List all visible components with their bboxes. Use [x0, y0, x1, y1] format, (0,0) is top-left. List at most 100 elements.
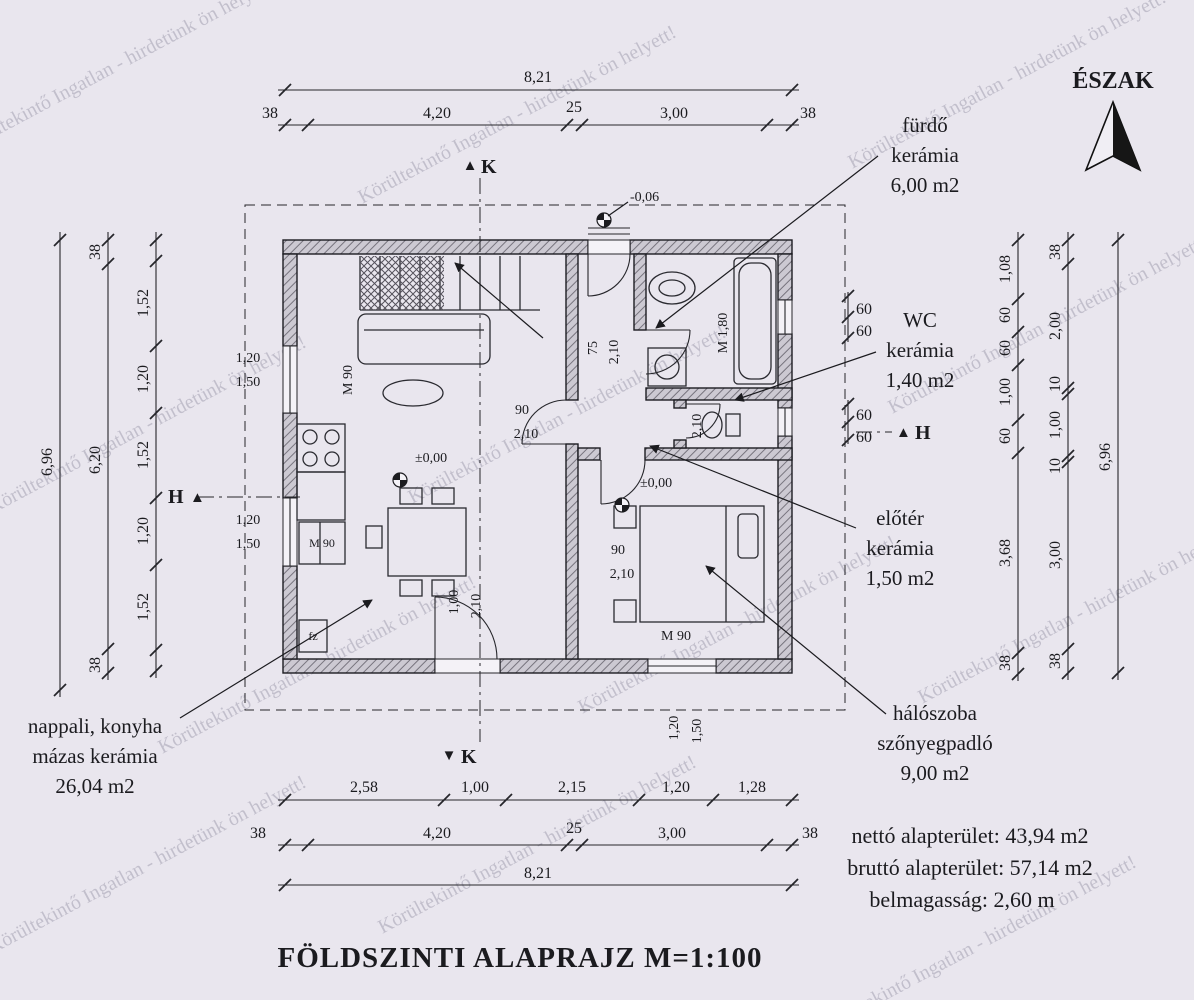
- dim-bottom-seg-0: 38: [250, 825, 266, 842]
- level-symbol-living: [392, 472, 408, 488]
- dim-right-total: 6,96: [1097, 443, 1114, 471]
- room-furdo-area: 6,00 m2: [891, 173, 960, 197]
- window-wc-right: [777, 407, 793, 437]
- dim-right-b-3: 1,00: [1047, 411, 1064, 439]
- dim-top-total: 8,21: [524, 69, 552, 86]
- level-symbol-bedroom: [614, 497, 630, 513]
- level-entry-value: -0,06: [630, 190, 659, 205]
- label-door-wc-height: 2,10: [690, 414, 705, 439]
- dim-left-seg-0: 1,52: [135, 289, 152, 317]
- dim-bottom-total: 8,21: [524, 865, 552, 882]
- bath-sink: [648, 271, 696, 305]
- dim-right-a-0: 1,08: [997, 255, 1014, 283]
- window-left-bottom: [282, 497, 298, 567]
- label-win-left-bottom-w: 1,20: [236, 513, 261, 528]
- washing-machine: [647, 347, 687, 387]
- dim-right-a-3: 1,00: [997, 378, 1014, 406]
- dim-top-seg-2: 25: [566, 99, 582, 116]
- room-wc-material: kerámia: [886, 338, 954, 362]
- room-eloter-material: kerámia: [866, 536, 934, 560]
- section-k-bottom-triangle: ▼: [442, 748, 457, 764]
- bed: [613, 505, 765, 623]
- room-haloszoba-name: hálószoba: [893, 701, 978, 725]
- dim-bottom-seg-2: 25: [566, 820, 582, 837]
- dim-bath-window-0: 60: [856, 301, 872, 318]
- dim-bottom-room-3: 1,20: [662, 779, 690, 796]
- watermark-text: Körültekintő Ingatlan - hirdetünk ön hel…: [354, 21, 680, 208]
- label-m90-kitchen: M 90: [341, 365, 356, 395]
- section-h-left-label: H: [168, 486, 184, 508]
- room-furdo-material: kerámia: [891, 143, 959, 167]
- room-wc-area: 1,40 m2: [886, 368, 955, 392]
- section-k-top-label: K: [481, 156, 497, 178]
- dim-right-a-1: 60: [997, 307, 1014, 323]
- dim-wc-window-0: 60: [856, 407, 872, 424]
- section-k-bottom-label: K: [461, 746, 477, 768]
- north-indicator: ÉSZAK: [1072, 68, 1154, 172]
- section-lines: ▲ K ▼ K H ▲ ▲ H: [168, 156, 931, 768]
- hall-door: [521, 399, 567, 445]
- bathtub: [733, 257, 777, 385]
- room-nappali-area: 26,04 m2: [55, 774, 134, 798]
- label-door-hall-width: 90: [515, 403, 529, 418]
- dim-top-seg-0: 38: [262, 105, 278, 122]
- label-win-left-top-w: 1,20: [236, 351, 261, 366]
- dim-right-b-2: 10: [1047, 376, 1064, 392]
- room-nappali-material: mázas kerámia: [32, 744, 158, 768]
- kitchen-counter: [296, 423, 346, 653]
- dimension-texts: 8,21 38 4,20 25 3,00 38 2,58 1,00 2,15 1…: [39, 69, 1114, 882]
- label-win-bed-w: 1,20: [667, 716, 682, 741]
- page-title: FÖLDSZINTI ALAPRAJZ M=1:100: [277, 942, 762, 974]
- dim-left-mid-0: 38: [87, 244, 104, 260]
- dim-left-total: 6,96: [39, 448, 56, 476]
- dim-right-a-5: 3,68: [997, 539, 1014, 567]
- label-door-bed-height: 2,10: [610, 567, 635, 582]
- dim-bottom-room-0: 2,58: [350, 779, 378, 796]
- dim-right-b-1: 2,00: [1047, 312, 1064, 340]
- summary-height: belmagasság: 2,60 m: [869, 887, 1054, 912]
- summary-netto: nettó alapterület: 43,94 m2: [851, 823, 1088, 848]
- north-label: ÉSZAK: [1072, 68, 1154, 94]
- dim-right-a-6: 38: [997, 655, 1014, 671]
- dim-left-seg-2: 1,52: [135, 441, 152, 469]
- dim-left-seg-4: 1,52: [135, 593, 152, 621]
- label-m180-bath: M 1,80: [716, 313, 731, 353]
- dim-right-a-4: 60: [997, 428, 1014, 444]
- room-annotations: fürdő kerámia 6,00 m2 WC kerámia 1,40 m2…: [28, 113, 993, 798]
- dim-bottom-seg-3: 3,00: [658, 825, 686, 842]
- dim-right-b-0: 38: [1047, 244, 1064, 260]
- room-eloter-area: 1,50 m2: [866, 566, 935, 590]
- room-nappali-name: nappali, konyha: [28, 714, 163, 738]
- dim-right-b-4: 10: [1047, 458, 1064, 474]
- opening-labels: 75 2,10 90 2,10 90 2,10 1,00 2,10 2,10 1…: [236, 313, 731, 743]
- coffee-table: [382, 379, 444, 407]
- north-arrow-fill: [1113, 102, 1140, 170]
- label-door-terrace-height: 2,10: [469, 594, 484, 619]
- dim-bath-window-1: 60: [856, 323, 872, 340]
- room-haloszoba-area: 9,00 m2: [901, 761, 970, 785]
- dim-bottom-room-1: 1,00: [461, 779, 489, 796]
- section-h-left-triangle: ▲: [190, 490, 205, 506]
- toilet: [701, 411, 741, 439]
- window-bedroom-bottom: [647, 658, 717, 674]
- dim-wc-window-1: 60: [856, 429, 872, 446]
- dim-bottom-seg-4: 38: [802, 825, 818, 842]
- summary-brutto: bruttó alapterület: 57,14 m2: [847, 855, 1093, 880]
- label-win-left-bottom-h: 1,50: [236, 537, 261, 552]
- level-living-value: ±0,00: [415, 451, 447, 466]
- section-k-top-triangle: ▲: [463, 158, 478, 174]
- dim-left-seg-3: 1,20: [135, 517, 152, 545]
- watermark-text: Körültekintő Ingatlan - hirdetünk ön hel…: [0, 771, 310, 958]
- dim-bottom-seg-1: 4,20: [423, 825, 451, 842]
- summary-block: nettó alapterület: 43,94 m2 bruttó alapt…: [847, 823, 1093, 912]
- dim-right-b-6: 38: [1047, 653, 1064, 669]
- furniture: [296, 256, 777, 653]
- roof-outline: [244, 204, 846, 711]
- section-h-right-triangle: ▲: [896, 425, 911, 441]
- dim-bottom-room-2: 2,15: [558, 779, 586, 796]
- dim-bottom-room-4: 1,28: [738, 779, 766, 796]
- section-h-right-label: H: [915, 422, 931, 444]
- room-wc-name: WC: [903, 308, 937, 332]
